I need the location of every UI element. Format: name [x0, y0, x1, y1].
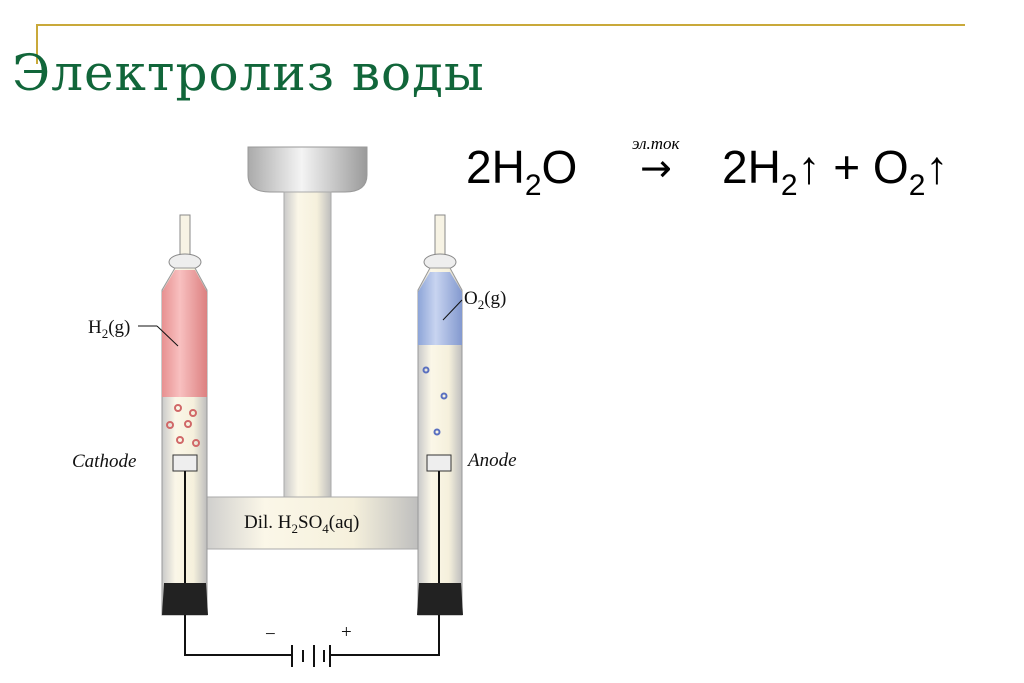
anode-label: Anode [466, 450, 517, 471]
hydrogen-bubbles [166, 404, 200, 447]
plus-sign: + [341, 622, 352, 643]
right-stopper [417, 583, 463, 615]
products: 2H2↑ + O2↑ [722, 141, 949, 202]
decor-line-vertical [36, 24, 38, 64]
wire-right [330, 615, 440, 656]
minus-sign: − [265, 624, 276, 645]
oxygen-gas [418, 272, 462, 345]
h2-label: H2(g) [88, 317, 130, 341]
reservoir-stem [283, 191, 332, 501]
electrolyte-label: Dil. H2SO4(aq) [244, 512, 359, 536]
reservoir-bulb [247, 146, 368, 193]
reaction-arrow: → [640, 146, 672, 190]
cathode-electrode [172, 454, 198, 472]
left-stopper [162, 583, 208, 615]
hydrogen-gas [162, 270, 207, 397]
anode-electrode [426, 454, 452, 472]
oxygen-bubbles [422, 366, 448, 436]
reactant: 2H2O [466, 141, 578, 202]
o2-label: O2(g) [464, 288, 506, 312]
slide-title: Электролиз воды [12, 44, 485, 102]
left-stopcock-stem [179, 214, 191, 261]
right-stopcock-stem [434, 214, 446, 261]
cathode-label: Cathode [72, 451, 136, 472]
wire-left [184, 615, 292, 656]
decor-line-horizontal [37, 24, 965, 26]
battery-icon [291, 645, 331, 667]
reaction-condition: эл.ток [632, 134, 680, 153]
